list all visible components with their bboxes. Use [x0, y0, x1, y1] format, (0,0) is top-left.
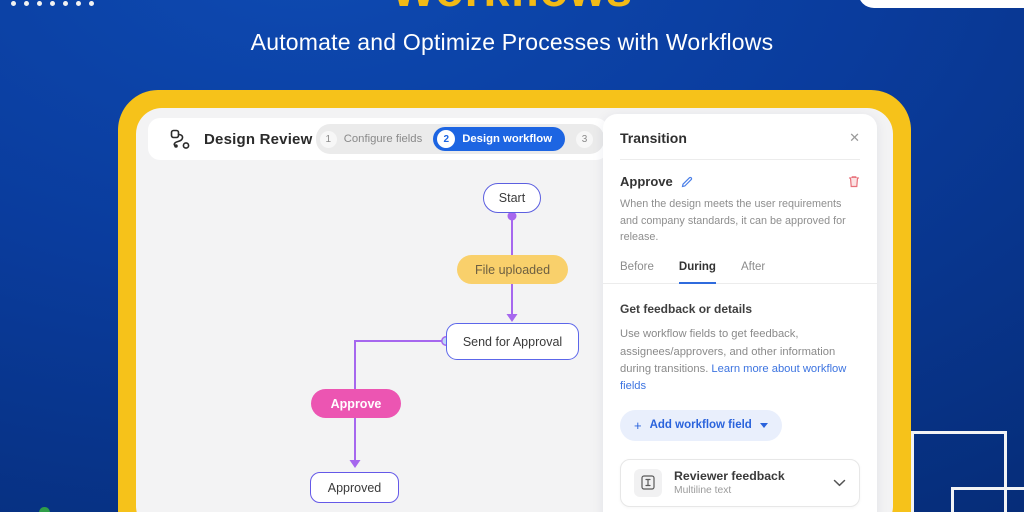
tab-after[interactable]: After — [740, 261, 766, 274]
decorative-square-large — [911, 431, 1007, 512]
decorative-green-dot — [39, 507, 50, 512]
step-1-label[interactable]: Configure fields — [343, 133, 423, 145]
section-description-text: Use workflow fields to get feedback, ass… — [620, 328, 836, 375]
transition-description: When the design meets the user requireme… — [620, 198, 846, 244]
field-title: Reviewer feedback — [674, 469, 785, 484]
workflow-icon — [170, 129, 191, 150]
step-2-label: Design workflow — [462, 133, 552, 145]
step-3-number[interactable]: 3 — [576, 130, 593, 148]
delete-icon[interactable] — [848, 175, 860, 188]
step-2-number: 2 — [437, 130, 456, 148]
flow-node-approve[interactable]: Approve — [311, 389, 401, 418]
workflow-canvas: Design Review 1 Configure fields 2 Desig… — [136, 108, 893, 512]
top-right-card-edge — [858, 0, 1024, 8]
section-title: Get feedback or details — [620, 302, 753, 317]
hero-title: Workflows — [0, 0, 1024, 13]
close-icon[interactable]: ✕ — [849, 130, 860, 145]
workflow-field-item[interactable]: Reviewer feedback Multiline text — [620, 458, 860, 507]
wizard-steps: 1 Configure fields 2 Design workflow 3 — [315, 124, 604, 154]
step-1-number[interactable]: 1 — [319, 130, 337, 148]
panel-title: Transition — [620, 130, 687, 146]
flow-node-file-uploaded[interactable]: File uploaded — [457, 255, 568, 284]
flow-node-approved[interactable]: Approved — [310, 472, 399, 503]
multiline-text-icon — [634, 468, 662, 497]
tab-during[interactable]: During — [678, 261, 716, 285]
add-workflow-field-label: Add workflow field — [649, 419, 752, 432]
edit-icon[interactable] — [681, 176, 693, 188]
section-description: Use workflow fields to get feedback, ass… — [620, 326, 860, 395]
caret-down-icon — [759, 422, 768, 428]
divider — [620, 159, 860, 160]
decorative-square-small — [951, 487, 1024, 512]
step-2-active[interactable]: 2 Design workflow — [433, 127, 565, 151]
field-subtitle: Multiline text — [674, 485, 732, 497]
workflow-title: Design Review — [204, 130, 313, 148]
transition-panel: Transition ✕ Approve — [603, 114, 877, 512]
learn-more-link[interactable]: Learn more about workflow fields — [620, 362, 847, 393]
plus-icon: + — [634, 417, 642, 433]
add-workflow-field-button[interactable]: + Add workflow field — [620, 409, 782, 441]
app-window-frame: Design Review 1 Configure fields 2 Desig… — [118, 90, 911, 512]
chevron-down-icon[interactable] — [833, 479, 846, 487]
flow-node-start[interactable]: Start — [483, 183, 541, 213]
phase-tabs: Before During After — [603, 261, 877, 285]
flow-node-send-for-approval[interactable]: Send for Approval — [446, 323, 579, 360]
tab-before[interactable]: Before — [620, 261, 654, 274]
hero-subtitle: Automate and Optimize Processes with Wor… — [250, 29, 774, 55]
transition-name: Approve — [620, 174, 673, 189]
app-header: Design Review 1 Configure fields 2 Desig… — [148, 118, 608, 160]
dot-pattern — [11, 1, 94, 6]
